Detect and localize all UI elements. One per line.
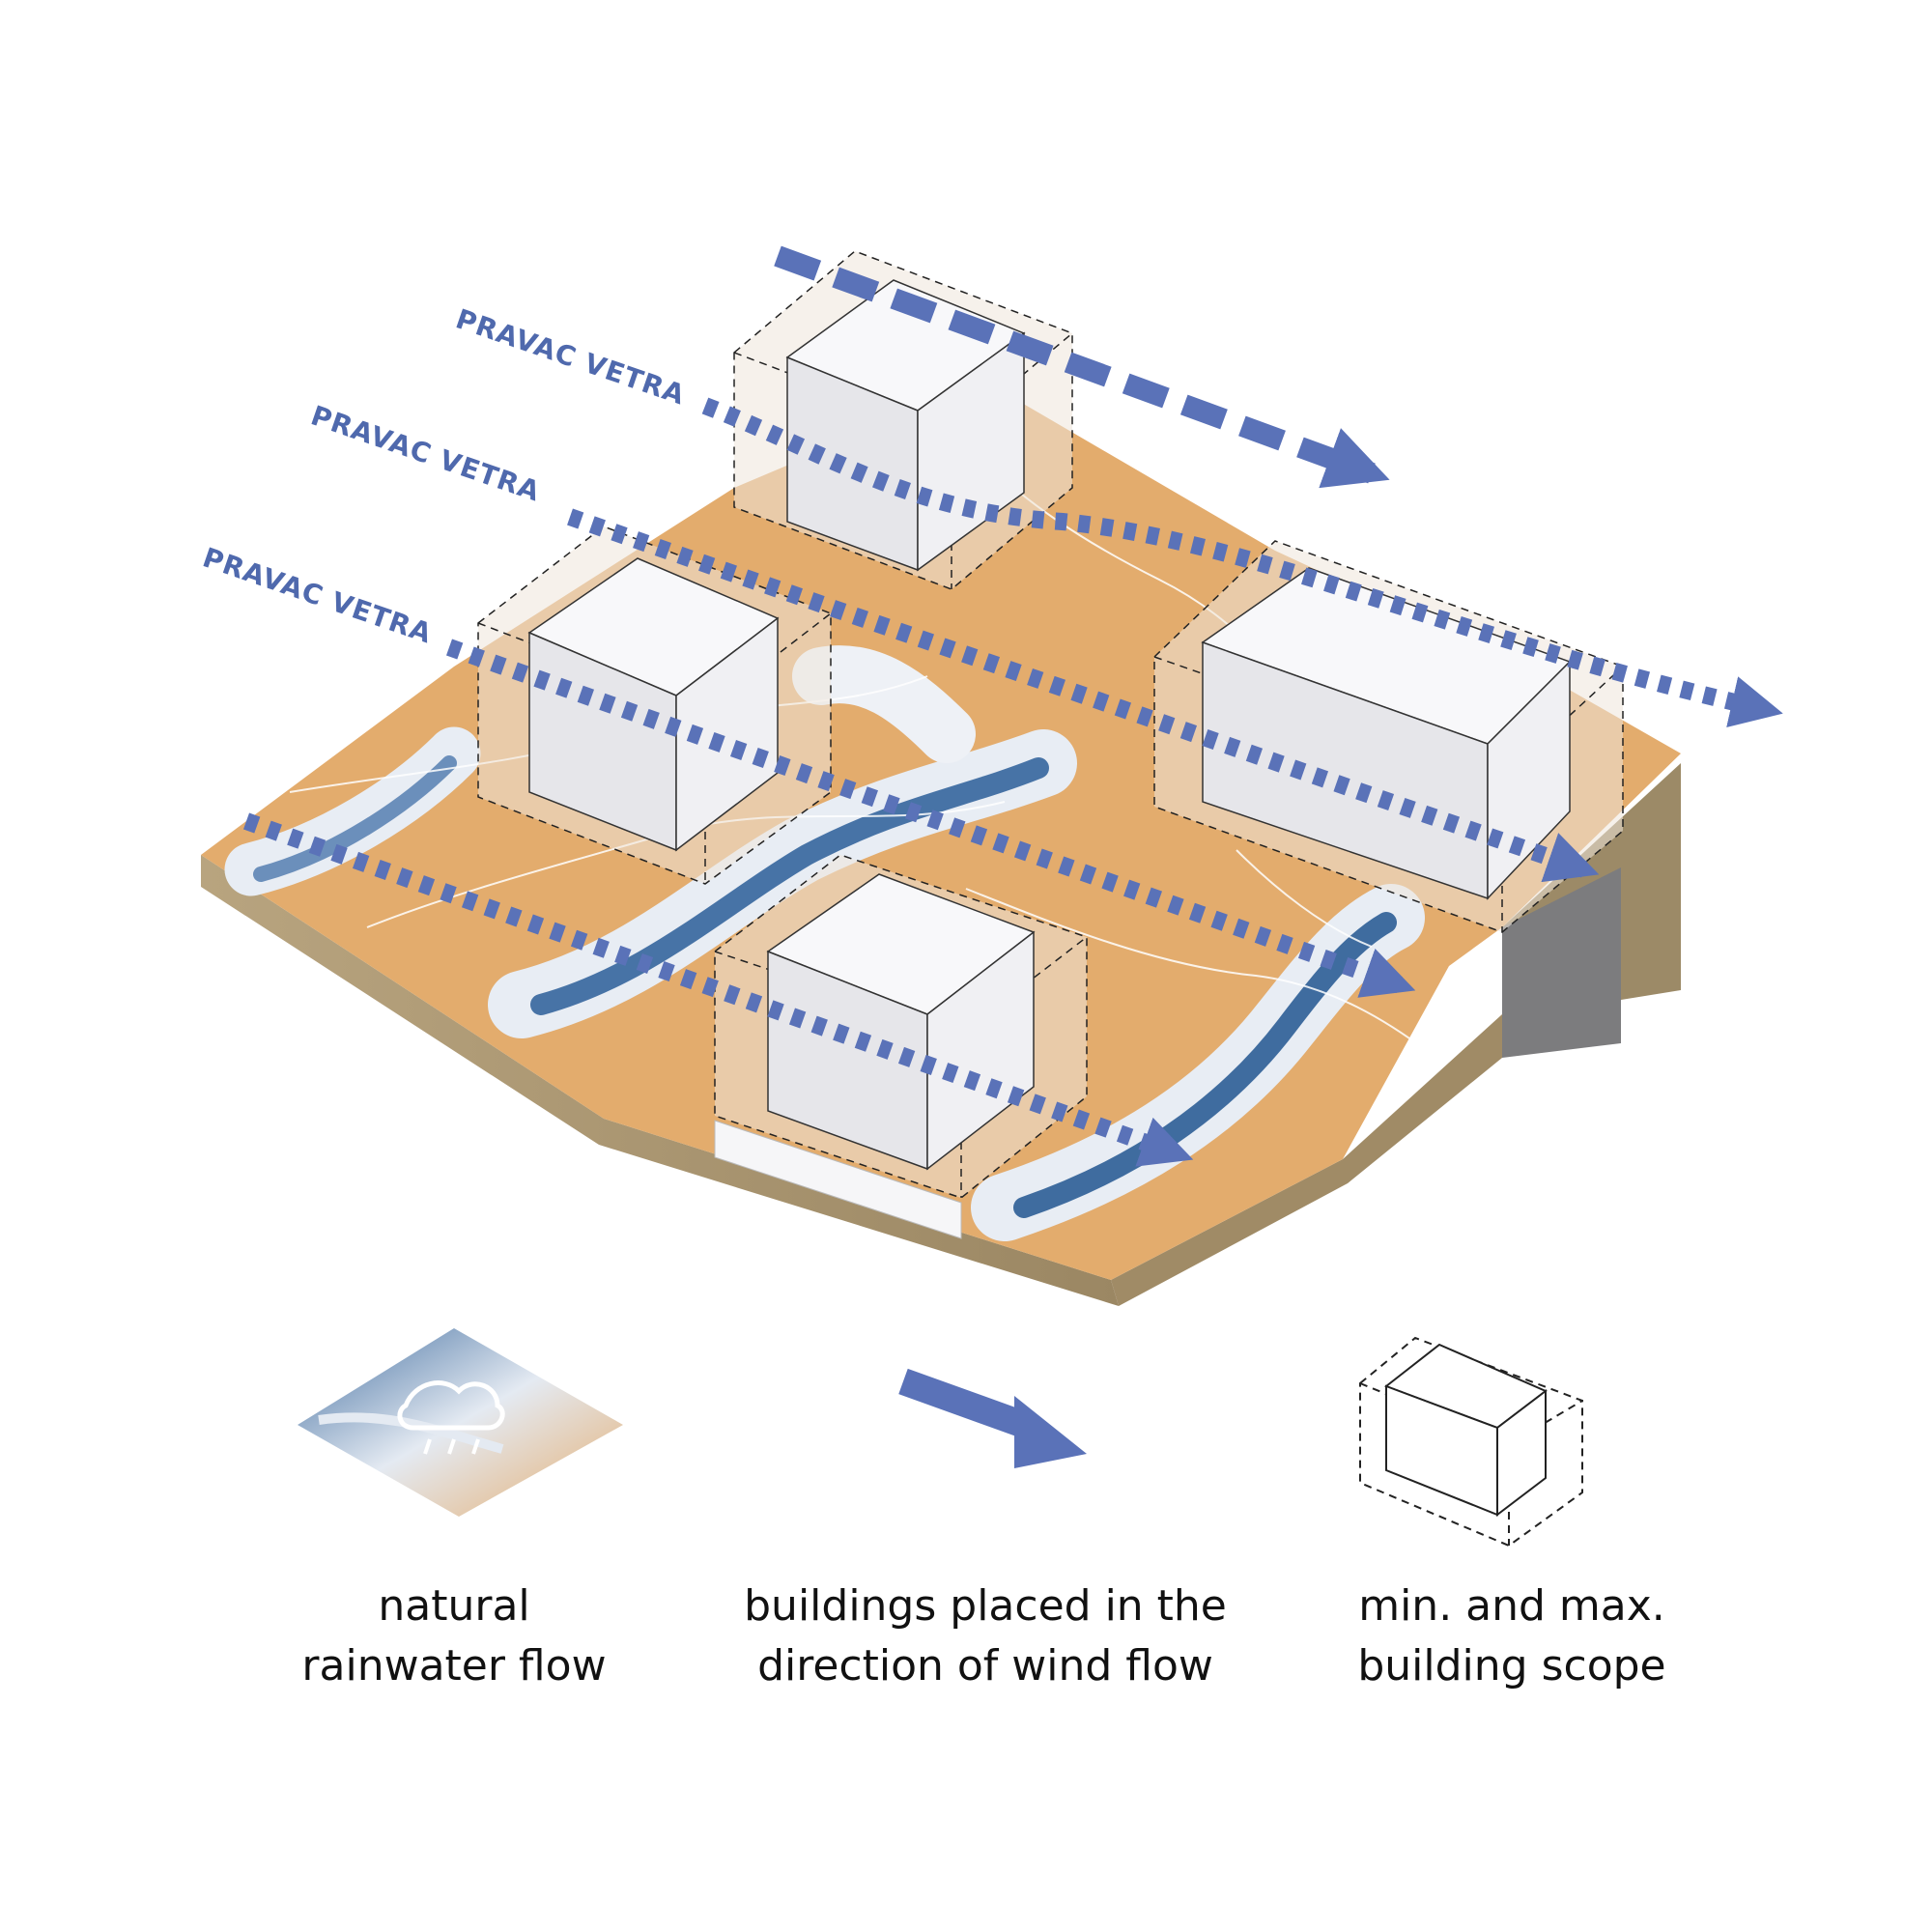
wind-label-2: PRAVAC VETRA	[307, 399, 545, 507]
building-front-side-face	[926, 930, 1035, 1171]
building-right-side-face	[1487, 660, 1571, 900]
wind-arrow-1	[774, 245, 1390, 489]
legend-scope-caption: min. and max. building scope	[1241, 1577, 1782, 1696]
water-channel-right-core	[1013, 912, 1397, 1218]
water-channel-left-core	[253, 755, 457, 882]
terrain-front-left-side	[201, 855, 1119, 1306]
building-front	[714, 854, 1088, 1239]
wind-label-1: PRAVAC VETRA	[452, 302, 690, 411]
water-channel-lower-core	[530, 757, 1049, 1015]
wind-arrow-3	[567, 508, 1600, 883]
legend-wind-line2: direction of wind flow	[757, 1641, 1213, 1690]
rain-cloud-icon	[298, 1328, 623, 1517]
legend-rainwater-caption: natural rainwater flow	[184, 1577, 724, 1696]
terrain-right-dark-face	[1502, 867, 1621, 1058]
wind-arrow-5	[242, 812, 1194, 1167]
wind-arrows	[242, 245, 1783, 1167]
terrain-front-right-side	[1111, 1014, 1502, 1306]
wind-arrow-4	[445, 639, 1416, 998]
water-patch-mid	[792, 645, 976, 763]
wind-arrow-icon	[898, 1368, 1087, 1468]
building-scope-icon	[1359, 1336, 1583, 1548]
legend-rainwater-line1: natural	[378, 1581, 530, 1631]
legend-scope-line2: building scope	[1357, 1641, 1666, 1690]
legend-scope-line1: min. and max.	[1358, 1581, 1665, 1631]
wind-label-3: PRAVAC VETRA	[199, 541, 437, 649]
building-front-base-face	[714, 1120, 962, 1239]
legend-rainwater-line2: rainwater flow	[301, 1641, 607, 1690]
legend-wind-caption: buildings placed in the direction of win…	[715, 1577, 1256, 1696]
wind-arrow-2	[701, 397, 1783, 727]
legend-wind-line1: buildings placed in the	[744, 1581, 1227, 1631]
